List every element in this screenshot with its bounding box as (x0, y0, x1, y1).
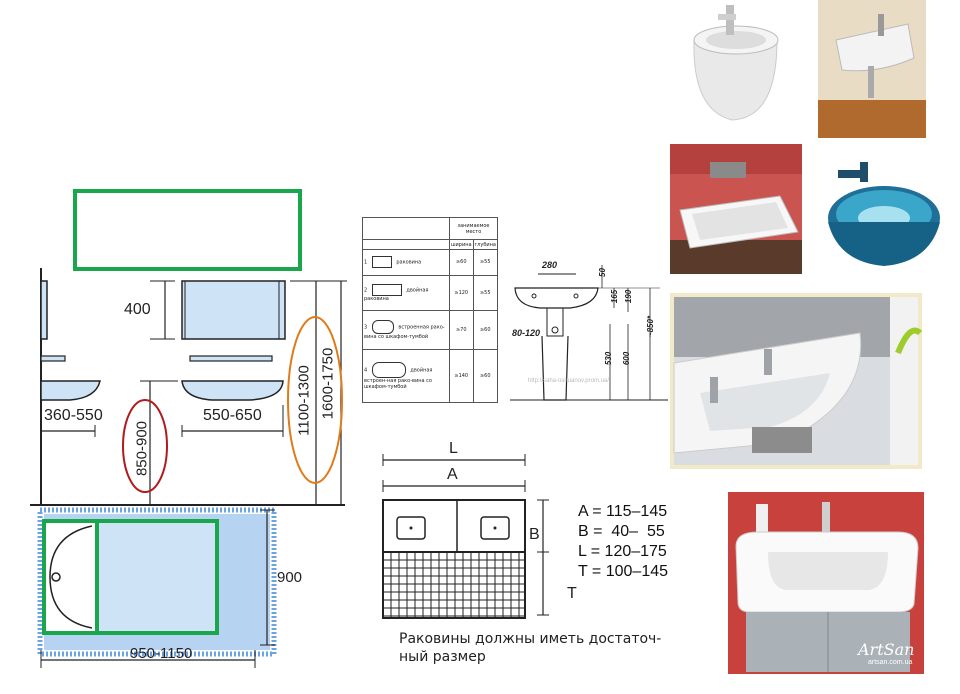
left-elevation-diagram: 400 360-550 550-650 850-900 1100-1300 16… (0, 0, 360, 694)
rectangular-sink-photo (670, 144, 802, 274)
sink-size-table: занимаемое место ширина глубина 1 ракови… (362, 217, 499, 403)
label-A: A (447, 466, 458, 483)
dim-1600-1750-label: 1600-1750 (319, 347, 337, 420)
table-row: 4 двойная встроен-ная рако-вина со шкафо… (362, 349, 499, 403)
left-basin (40, 380, 101, 401)
glass-bowl-sink-photo (818, 152, 948, 274)
double-sink-plan: L A B T A = 115–145 B = 40– 55 L = 120–1… (375, 440, 685, 690)
curved-counter-sink-photo (670, 293, 922, 469)
left-mirror (40, 280, 48, 340)
table-row: 3 встроенная рако-вина со шкафом-тумбой … (362, 310, 499, 351)
egg-sink-photo (682, 0, 792, 125)
pedestal-dim-165: 165 (610, 289, 620, 304)
dim-900-label: 900 (277, 569, 303, 586)
label-B: B (529, 526, 540, 543)
elevation-drawing (30, 189, 347, 668)
pedestal-sink-drawing: 280 50 165 190 80-120 530 600 ~850* http… (510, 260, 668, 405)
pedestal-dim-80-120: 80-120 (512, 328, 541, 338)
formula-B: B = 40– 55 (578, 523, 665, 540)
corner-sink-photo (818, 0, 926, 138)
red-highlight-ellipse (122, 399, 168, 493)
pedestal-dim-530: 530 (604, 351, 614, 366)
dim-850-900-label: 850-900 (133, 420, 151, 477)
formula-L: L = 120–175 (578, 543, 667, 560)
green-highlight-frame (73, 189, 302, 271)
formula-A: A = 115–145 (578, 503, 668, 520)
right-mirror (181, 280, 286, 340)
orange-highlight-ellipse (287, 316, 343, 484)
pedestal-dim-280: 280 (542, 260, 558, 270)
pedestal-watermark: http://saha-oshuanov.prom.ua/ (528, 378, 609, 384)
table-header-width: ширина (448, 239, 474, 250)
plan-view (37, 507, 277, 668)
dim-950-1150-label: 950-1150 (130, 645, 193, 662)
pedestal-dim-50: 50 (597, 268, 607, 277)
dim-550-650-label: 550-650 (203, 407, 262, 424)
cabinet-sink-photo: ArtSan artsan.com.ua (728, 492, 924, 674)
pedestal-dim-850: ~850* (646, 315, 656, 338)
table-row: 2 двойная раковина ≥120 ≥55 (362, 274, 499, 312)
pedestal-dim-190: 190 (624, 289, 634, 304)
watermark-site: artsan.com.ua (868, 659, 913, 666)
right-basin (181, 380, 284, 401)
caption-line-2: ный размер (399, 649, 486, 665)
green-plan-frame-2 (95, 519, 219, 635)
formula-T: T = 100–145 (578, 563, 669, 580)
dim-400-label: 400 (124, 301, 151, 318)
watermark-brand: ArtSan (858, 640, 915, 659)
label-L: L (449, 440, 458, 457)
caption-line-1: Раковины должны иметь достаточ- (399, 631, 662, 647)
label-T: T (567, 585, 577, 602)
dim-360-550-label: 360-550 (44, 407, 103, 424)
table-header-occupied: занимаемое место (448, 217, 499, 240)
table-row: 1 раковина ≥60 ≥55 (362, 249, 499, 276)
table-header-depth: глубина (472, 239, 499, 250)
dim-1100-1300-label: 1100-1300 (295, 365, 313, 436)
pedestal-dim-600: 600 (622, 351, 632, 366)
